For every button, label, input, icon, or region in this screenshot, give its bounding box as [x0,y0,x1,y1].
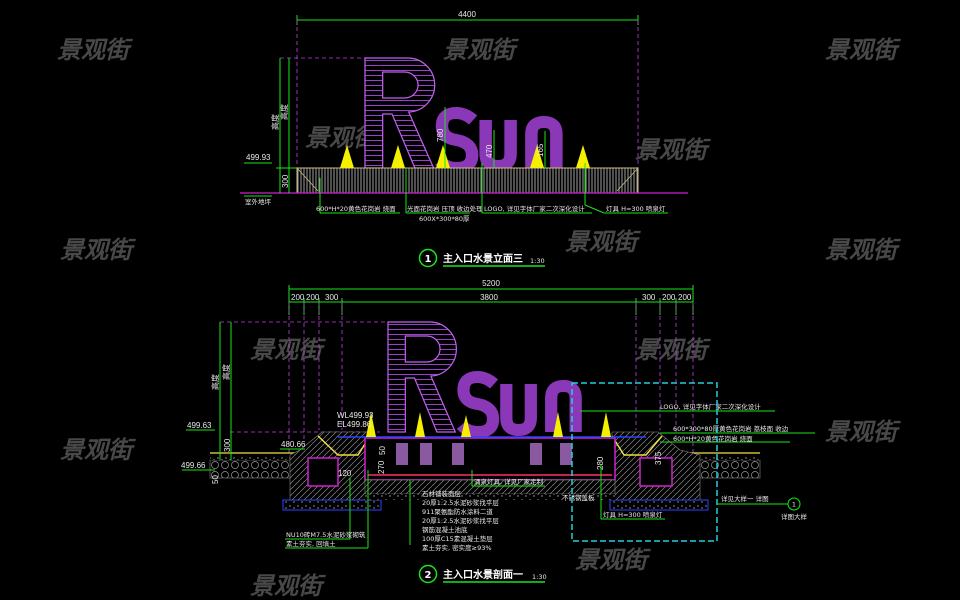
dim-base-300: 300 [281,174,290,188]
right-note: 600*H*20黄色花岗岩 烧面 [673,434,753,443]
fountain-jet-icon [436,145,450,168]
title-number: 2 [425,570,432,581]
watermark: 景观街 [565,228,641,256]
layer-note: 911聚氨酯防水涂料二道 [422,507,493,516]
watermark: 景观街 [250,336,326,364]
layer-note: 100厚C15素混凝土垫层 [422,534,493,543]
dim-segment: 300 [325,293,339,302]
layer-note: 20厚1:2.5水泥砂浆找平层 [422,516,499,525]
layer-note: 20厚1:2.5水泥砂浆找平层 [422,498,499,507]
watermark: 景观街 [825,418,901,446]
fountain-jet-icon [415,412,425,437]
dim-50: 50 [378,446,387,455]
dim-470: 470 [485,144,494,158]
watermark: 景观街 [60,236,136,264]
pipe-note: 不锈钢盖板 [562,493,595,502]
dim-height-inner: 高度 [221,364,231,380]
watermark: 景观街 [635,336,711,364]
watermark: 景观街 [57,36,133,64]
drain-trench-left [307,457,339,487]
level-top: 499.93 [246,153,271,162]
middle-note: 涌泉灯具, 详见厂家定制 [474,477,544,486]
fountain-jet-icon [576,145,590,168]
watermark: 景观街 [825,36,901,64]
rsun-logo [388,322,576,432]
dim-segment: 300 [642,293,656,302]
dim-total: 5200 [482,279,500,288]
dim-300: 300 [223,438,232,452]
detail-ref-number: 1 [792,501,796,509]
dim-270: 270 [377,460,386,474]
title-number-circle [418,564,438,584]
title-number-circle [418,248,438,268]
fountain-jet-icon [391,145,405,168]
drawing-title: 主入口水景剖面一 [443,568,523,581]
right-note: LOGO, 详见字体厂家二次深化设计 [660,402,761,411]
note: 光面花岗岩 压顶 收边处理 [407,204,483,213]
rsun-logo [365,58,556,168]
fountain-jet-icon [340,145,354,168]
dim-height-inner: 高度 [279,104,289,120]
drawing-title: 主入口水景立面三 [443,252,523,265]
jet-bases [396,443,572,465]
level-left-bottom: 499.66 [181,461,206,470]
watermark: 景观街 [443,36,519,64]
note: LOGO, 详见字体厂家二次深化设计 [484,204,585,213]
detail-ref-sheet: 详图大样 [781,512,808,521]
note: 600X*300*80厚 [419,215,470,223]
dim-segment: 3800 [480,293,498,302]
dim-segment: 200 [678,293,692,302]
section-drawing: 5200 200 200 300 3800 300 200 200 [181,279,815,584]
drawing-scale: 1:30 [530,257,545,265]
dim-375: 375 [654,451,663,465]
detail-ref-label: 详见大样一 详图 [721,494,769,503]
drain-trench-right [639,457,673,487]
dim-left-50: 50 [211,475,220,484]
watermark: 景观街 [60,436,136,464]
drawing-scale: 1:30 [532,573,547,581]
fountain-jets [366,412,611,437]
level-inner: 480.66 [281,440,306,449]
fountain-jet-icon [461,415,471,437]
fountain-jet-icon [601,412,611,437]
dim-height-outer: 高度 [270,114,280,130]
level-water: WL499.93 [337,411,374,420]
watermark: 景观街 [825,236,901,264]
detail-ref-circle[interactable] [787,497,801,511]
elevation-drawing: 4400 780 470 165 高度 高度 300 499.93 室外地坪 [240,10,688,268]
fountain-jet-icon [553,412,563,437]
level-left-top: 499.63 [187,421,212,430]
layer-note: 钢筋混凝土池底 [422,525,468,534]
dim-165: 165 [536,143,545,157]
fountain-jet-icon [366,412,376,437]
ground-label: 室外地坪 [245,197,272,206]
left-note: 素土夯实, 回填土 [286,539,336,548]
planter-base [296,167,639,194]
watermark: 景观街 [250,572,326,600]
fountain-jet-icon [530,145,544,168]
dim-segment: 200 [306,293,320,302]
layer-note: 素土夯实, 密实度≥93% [422,543,492,552]
layer-note: 石材铺装面层 [422,489,462,498]
fountain-jets [340,145,590,168]
lamp-note: 灯具 H=300 喷泉灯 [603,510,663,519]
left-note: NU10砖M7.5水泥砂浆砌筑 [286,530,366,539]
dim-780: 780 [436,128,445,142]
title-number: 1 [425,254,432,265]
note: 600*H*20黄色花岗岩 烧面 [316,204,396,213]
dim-120: 120 [338,469,352,478]
dim-height-outer: 高度 [210,374,220,390]
dim-segment: 200 [662,293,676,302]
watermark: 景观街 [575,546,651,574]
detail-callout-box[interactable] [571,382,718,542]
watermark: 景观街 [635,136,711,164]
dim-segment: 200 [291,293,305,302]
note: 灯具 H=300 喷泉灯 [606,204,666,213]
dim-total: 4400 [458,10,476,19]
level-edge: EL499.86 [337,420,372,429]
right-note: 600*300*80厚黄色花岗岩 荔枝面 收边 [673,424,789,433]
dim-280: 280 [596,456,605,470]
